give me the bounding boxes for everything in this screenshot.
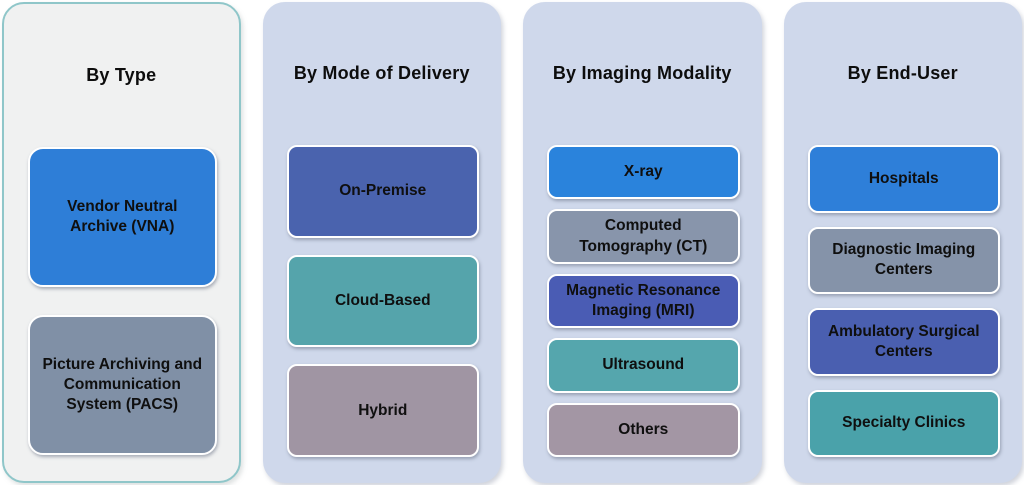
panel-by-imaging-modality-boxes: X-ray Computed Tomography (CT) Magnetic …: [523, 145, 762, 483]
segment-hospitals-label: Hospitals: [868, 169, 939, 187]
segment-on-premise-label: On-Premise: [339, 182, 427, 200]
panel-by-type: By Type Vendor Neutral Archive (VNA) Pic…: [2, 2, 241, 483]
panel-by-mode-of-delivery-boxes: On-Premise Cloud-Based Hybrid: [263, 145, 502, 483]
segment-xray: X-ray: [547, 145, 740, 200]
panel-by-type-header: By Type: [86, 65, 157, 85]
segment-xray-label: X-ray: [623, 163, 663, 181]
segment-cloud-based: Cloud-Based: [286, 254, 479, 348]
segment-cloud-based-label: Cloud-Based: [334, 291, 431, 309]
segment-on-premise: On-Premise: [286, 145, 479, 238]
segment-specialty-clinics: Specialty Clinics: [807, 389, 1000, 457]
segment-ambulatory-surgical-centers-label: Ambulatory Surgical Centers: [827, 322, 980, 360]
segment-pacs: Picture Archiving and Communication Syst…: [28, 315, 217, 455]
segment-specialty-clinics-label: Specialty Clinics: [842, 414, 966, 432]
segment-mri: Magnetic Resonance Imaging (MRI): [547, 273, 740, 329]
panel-by-imaging-modality: By Imaging Modality X-ray Computed Tomog…: [523, 2, 762, 483]
segment-vna: Vendor Neutral Archive (VNA): [28, 147, 217, 287]
panel-by-end-user-boxes: Hospitals Diagnostic Imaging Centers Amb…: [784, 145, 1023, 483]
segment-vna-label: Vendor Neutral Archive (VNA): [67, 197, 178, 235]
panel-by-type-boxes: Vendor Neutral Archive (VNA) Picture Arc…: [4, 147, 239, 481]
segment-hybrid-label: Hybrid: [358, 401, 408, 419]
segment-ct: Computed Tomography (CT): [547, 209, 740, 264]
segment-ct-label: Computed Tomography (CT): [579, 217, 708, 255]
segment-ultrasound-label: Ultrasound: [602, 356, 685, 374]
segment-others-label: Others: [618, 420, 669, 438]
panel-by-mode-of-delivery: By Mode of Delivery On-Premise Cloud-Bas…: [262, 2, 502, 483]
segment-pacs-label: Picture Archiving and Communication Syst…: [42, 355, 203, 414]
segment-hospitals: Hospitals: [807, 145, 1000, 213]
segment-diagnostic-imaging-centers-label: Diagnostic Imaging Centers: [832, 241, 976, 279]
panel-by-mode-of-delivery-header: By Mode of Delivery: [293, 63, 470, 83]
panel-by-end-user-header: By End-User: [847, 63, 958, 83]
panel-by-imaging-modality-header: By Imaging Modality: [552, 63, 732, 83]
segment-others: Others: [547, 402, 740, 458]
segment-ambulatory-surgical-centers: Ambulatory Surgical Centers: [807, 308, 1000, 376]
segment-ultrasound: Ultrasound: [547, 338, 740, 393]
segment-hybrid: Hybrid: [286, 364, 479, 458]
panel-by-end-user: By End-User Hospitals Diagnostic Imaging…: [783, 2, 1023, 483]
segment-mri-label: Magnetic Resonance Imaging (MRI): [566, 281, 721, 320]
segment-diagnostic-imaging-centers: Diagnostic Imaging Centers: [807, 226, 1000, 294]
